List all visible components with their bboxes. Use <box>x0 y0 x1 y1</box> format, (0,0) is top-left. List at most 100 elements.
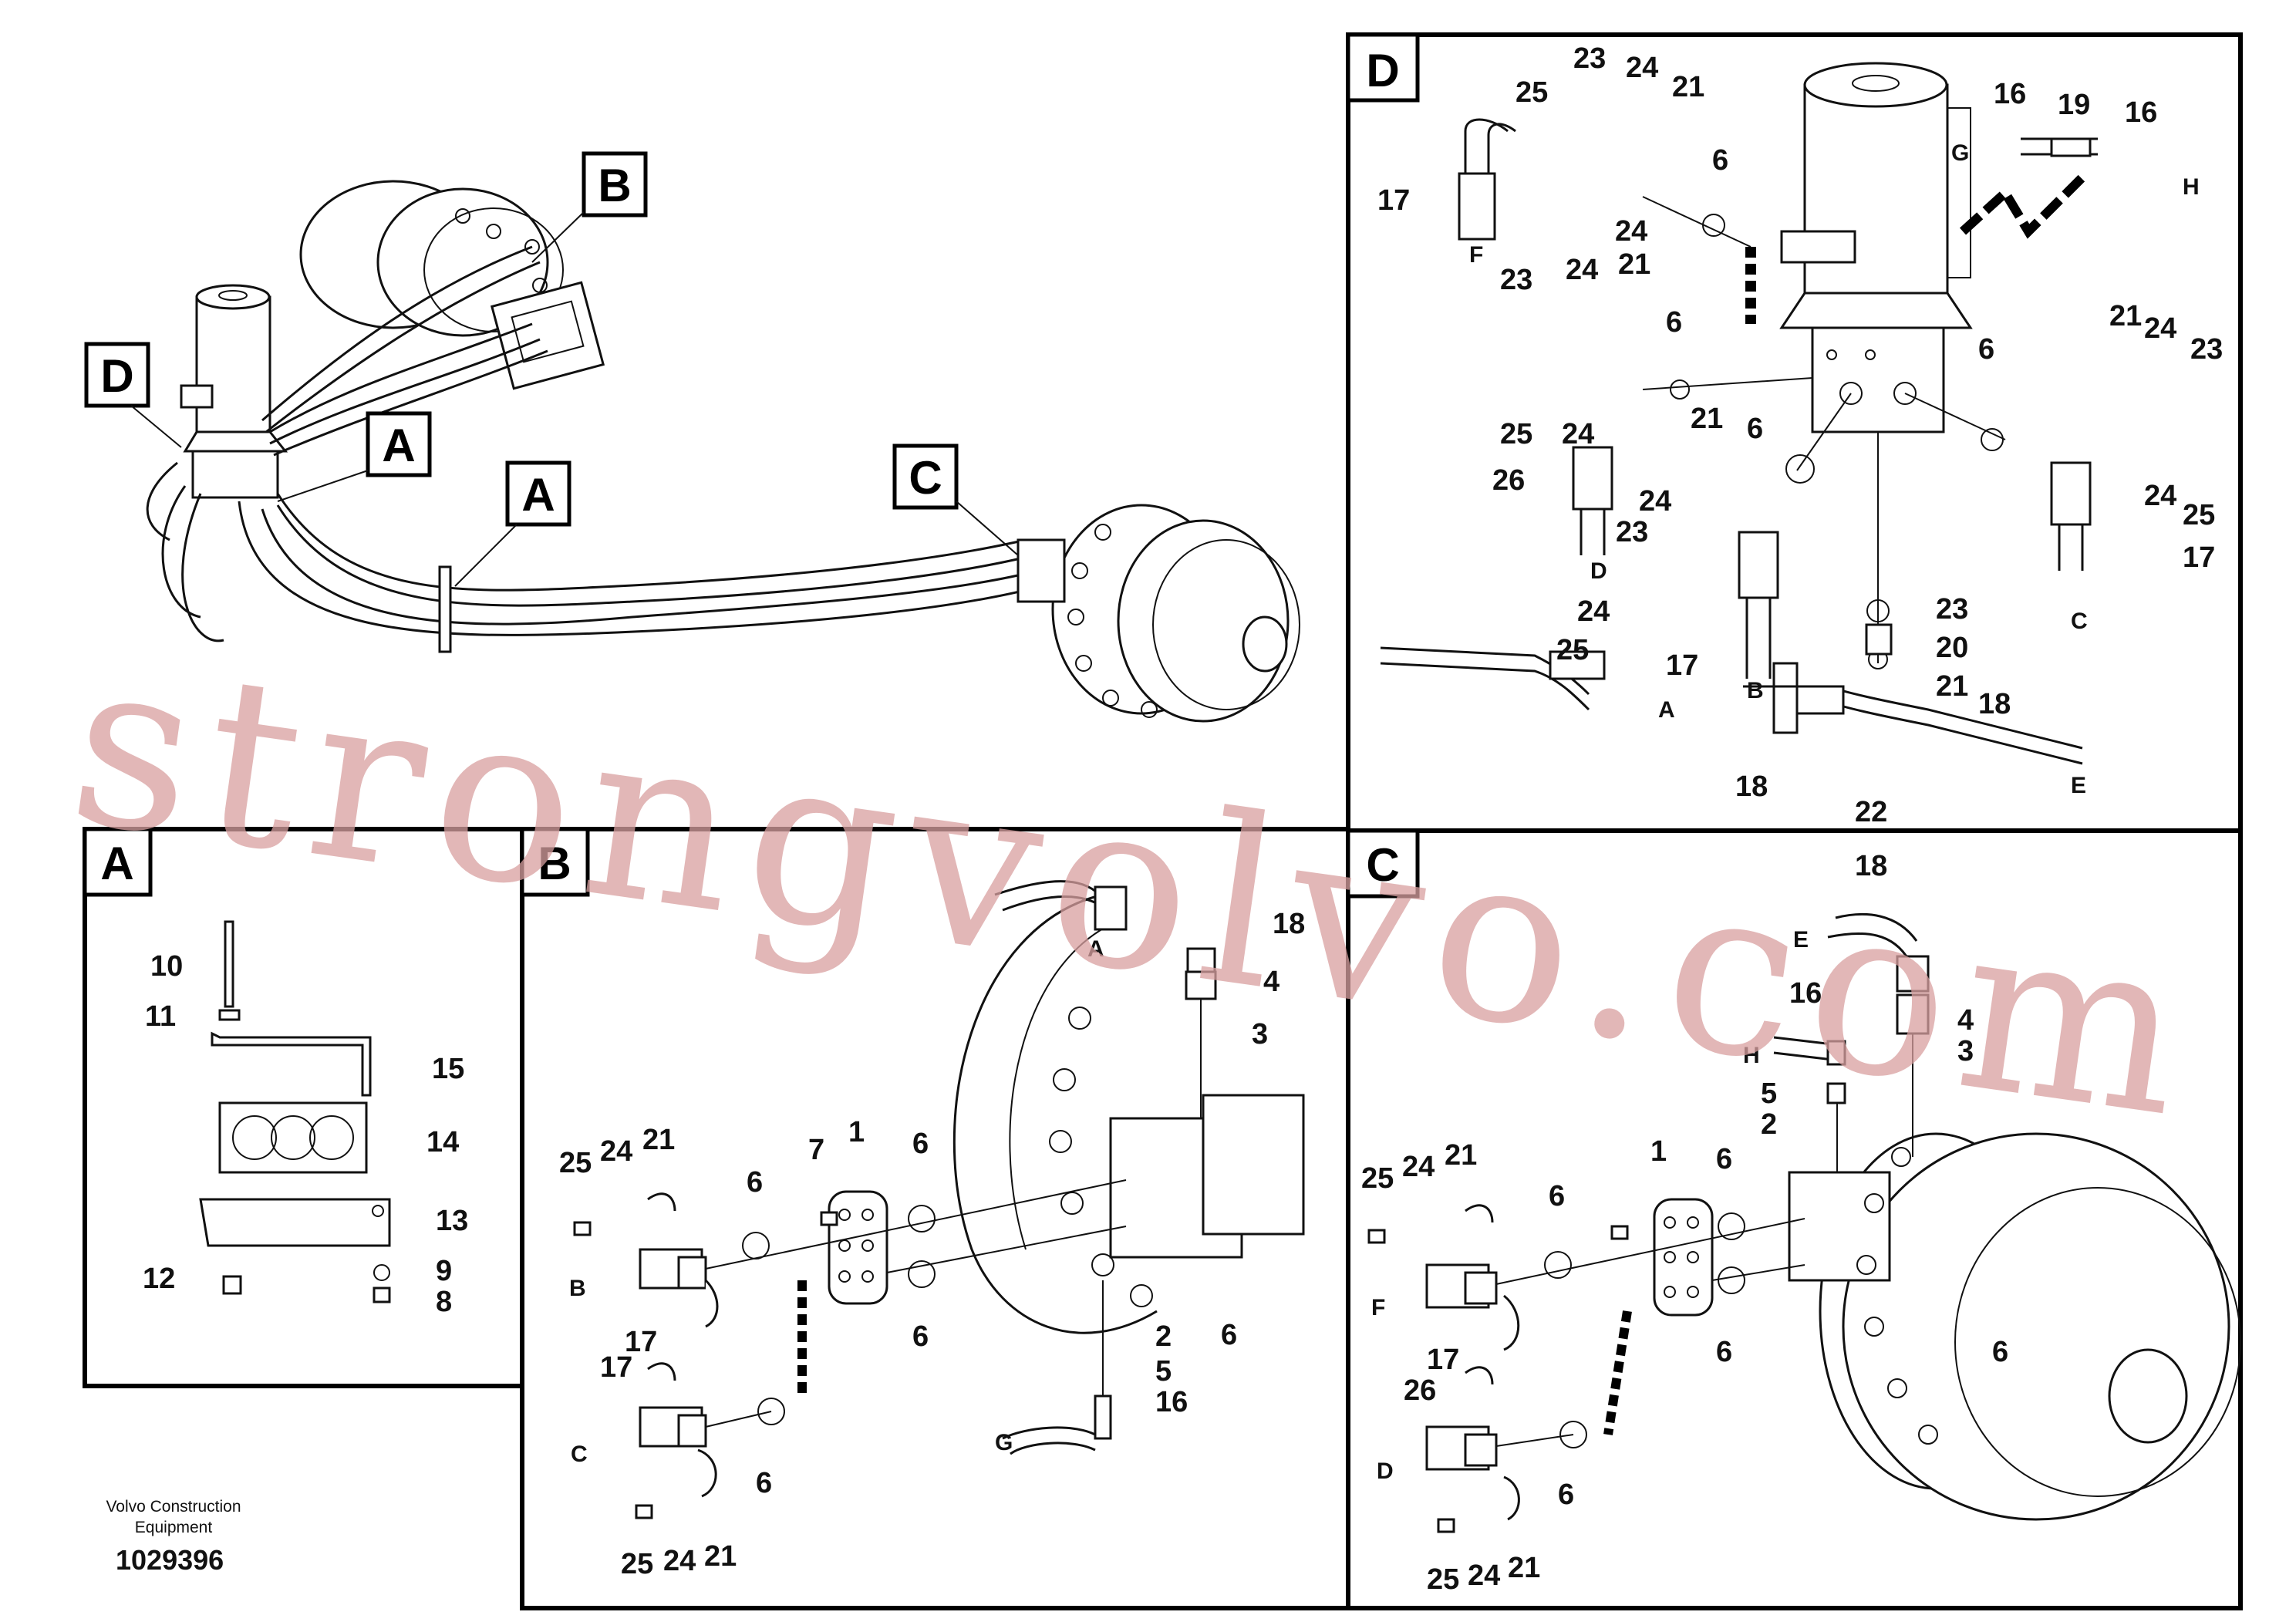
panel-C-label-25: 25 <box>1361 1162 1394 1195</box>
panel-C-label-4: 4 <box>1957 1004 1974 1037</box>
panel-D-label-18: 18 <box>1735 771 1768 803</box>
overview-hoses-upper <box>261 245 548 457</box>
panel-B-label-6: 6 <box>1221 1319 1237 1351</box>
panel-D-label-24: 24 <box>1615 215 1647 248</box>
panel-C: C <box>1346 828 2243 1610</box>
panel-B-label-6: 6 <box>756 1467 772 1499</box>
panel-A-label-13: 13 <box>436 1205 468 1237</box>
footer-company-line1: Volvo Construction <box>106 1498 241 1516</box>
panel-C-label-E: E <box>1793 927 1809 953</box>
overview-callout-C: C <box>892 443 1019 556</box>
panel-B-label-1: 1 <box>848 1116 865 1148</box>
panel-D-label-23: 23 <box>1573 42 1606 75</box>
overview-callout-A1: A <box>277 411 432 502</box>
panel-D-label-21: 21 <box>1691 403 1723 435</box>
panel-B-label-6: 6 <box>912 1128 929 1160</box>
panel-B-label-G: G <box>995 1430 1013 1455</box>
panel-B-label-B: B <box>569 1276 586 1301</box>
panel-D-label-21: 21 <box>1936 670 1968 703</box>
panel-D-label-21: 21 <box>2109 300 2142 332</box>
front-hub-drawing <box>1017 504 1300 723</box>
panel-A-clamp-drawing <box>199 920 391 1303</box>
panel-B-label-5: 5 <box>1155 1355 1172 1388</box>
panel-B-label-25: 25 <box>621 1548 653 1580</box>
panel-C-label-18: 18 <box>1855 850 1887 882</box>
panel-C-title: C <box>1366 839 1399 891</box>
panel-C-label-17: 17 <box>1427 1344 1459 1376</box>
panel-B-title: B <box>538 838 571 889</box>
panel-C-flange <box>1653 1198 1714 1317</box>
panel-D-label-25: 25 <box>1500 418 1532 450</box>
overview-assembly: B D A A C <box>84 151 1300 723</box>
panel-D-label-24: 24 <box>2144 480 2176 512</box>
panel-B-label-6: 6 <box>747 1166 763 1199</box>
panel-D: D <box>1346 32 2243 833</box>
panel-B-label-17: 17 <box>625 1326 657 1358</box>
panel-D-label-D: D <box>1590 558 1607 584</box>
panel-C-label-2: 2 <box>1761 1108 1777 1141</box>
panel-D-label-21: 21 <box>1672 71 1704 103</box>
panel-B-label-A: A <box>1087 936 1104 962</box>
panel-B-hub-drawing <box>952 893 1305 1334</box>
footer: Volvo Construction Equipment 1029396 <box>106 1498 241 1576</box>
panel-D-label-F: F <box>1469 242 1483 268</box>
panel-D-label-G: G <box>1951 140 1969 166</box>
panel-A-label-10: 10 <box>150 950 183 983</box>
panel-B-label-16: 16 <box>1155 1386 1188 1418</box>
svg-text:A: A <box>382 420 415 471</box>
panel-D-label-24: 24 <box>1577 595 1610 628</box>
panel-B-label-24: 24 <box>663 1545 696 1577</box>
panel-D-label-24: 24 <box>1626 52 1658 84</box>
panel-D-label-24: 24 <box>2144 312 2176 345</box>
panel-A-label-14: 14 <box>426 1126 459 1158</box>
panel-D-label-22: 22 <box>1855 796 1887 828</box>
drawing-number: 1029396 <box>116 1544 224 1576</box>
svg-text:D: D <box>100 350 133 402</box>
panel-D-label-25: 25 <box>1515 76 1548 109</box>
panel-B-label-17: 17 <box>600 1351 632 1384</box>
panel-D-label-16: 16 <box>2125 96 2157 129</box>
panel-D-label-24: 24 <box>1639 485 1671 518</box>
panel-D-label-H: H <box>2183 174 2200 200</box>
panel-B-label-C: C <box>571 1442 588 1467</box>
panel-C-label-3: 3 <box>1957 1035 1974 1067</box>
panel-B-label-21: 21 <box>642 1124 675 1156</box>
panel-D-label-20: 20 <box>1936 632 1968 664</box>
panel-C-label-6: 6 <box>1549 1180 1565 1212</box>
panel-B-label-18: 18 <box>1273 908 1305 940</box>
panel-D-label-16: 16 <box>1994 78 2026 110</box>
footer-company-line2: Equipment <box>135 1519 213 1536</box>
panel-B-label-21: 21 <box>704 1540 737 1573</box>
panel-B-label-24: 24 <box>600 1135 632 1168</box>
panel-B-flange <box>828 1190 888 1305</box>
panel-C-label-24: 24 <box>1468 1560 1500 1592</box>
panel-C-label-6: 6 <box>1992 1336 2008 1368</box>
panel-C-label-1: 1 <box>1650 1135 1667 1168</box>
panel-D-label-6: 6 <box>1978 333 1994 366</box>
panel-D-label-17: 17 <box>2183 541 2215 574</box>
panel-B-label-6: 6 <box>912 1320 929 1353</box>
panel-B-label-2: 2 <box>1155 1320 1172 1353</box>
panel-C-label-5: 5 <box>1761 1077 1777 1110</box>
panel-D-label-A: A <box>1658 697 1675 723</box>
panel-D-label-26: 26 <box>1492 464 1525 497</box>
overview-callout-B: B <box>531 151 648 263</box>
panel-A-label-12: 12 <box>143 1263 175 1295</box>
overview-hoses-lower <box>146 461 1042 642</box>
overview-clamp <box>438 565 452 653</box>
panel-D-label-23: 23 <box>1936 593 1968 626</box>
overview-callout-D: D <box>84 342 182 448</box>
panel-D-label-E: E <box>2071 773 2086 798</box>
panel-B: B <box>520 827 1350 1610</box>
panel-B-label-7: 7 <box>808 1134 824 1166</box>
panel-D-label-24: 24 <box>1566 254 1598 286</box>
panel-A-title: A <box>100 838 133 889</box>
panel-B-label-3: 3 <box>1252 1018 1268 1050</box>
panel-C-label-H: H <box>1743 1043 1760 1068</box>
panel-D-label-B: B <box>1747 678 1764 703</box>
panel-C-label-F: F <box>1371 1295 1385 1320</box>
panel-D-label-18: 18 <box>1978 688 2011 720</box>
panel-D-label-17: 17 <box>1377 184 1410 217</box>
svg-text:A: A <box>521 469 555 521</box>
